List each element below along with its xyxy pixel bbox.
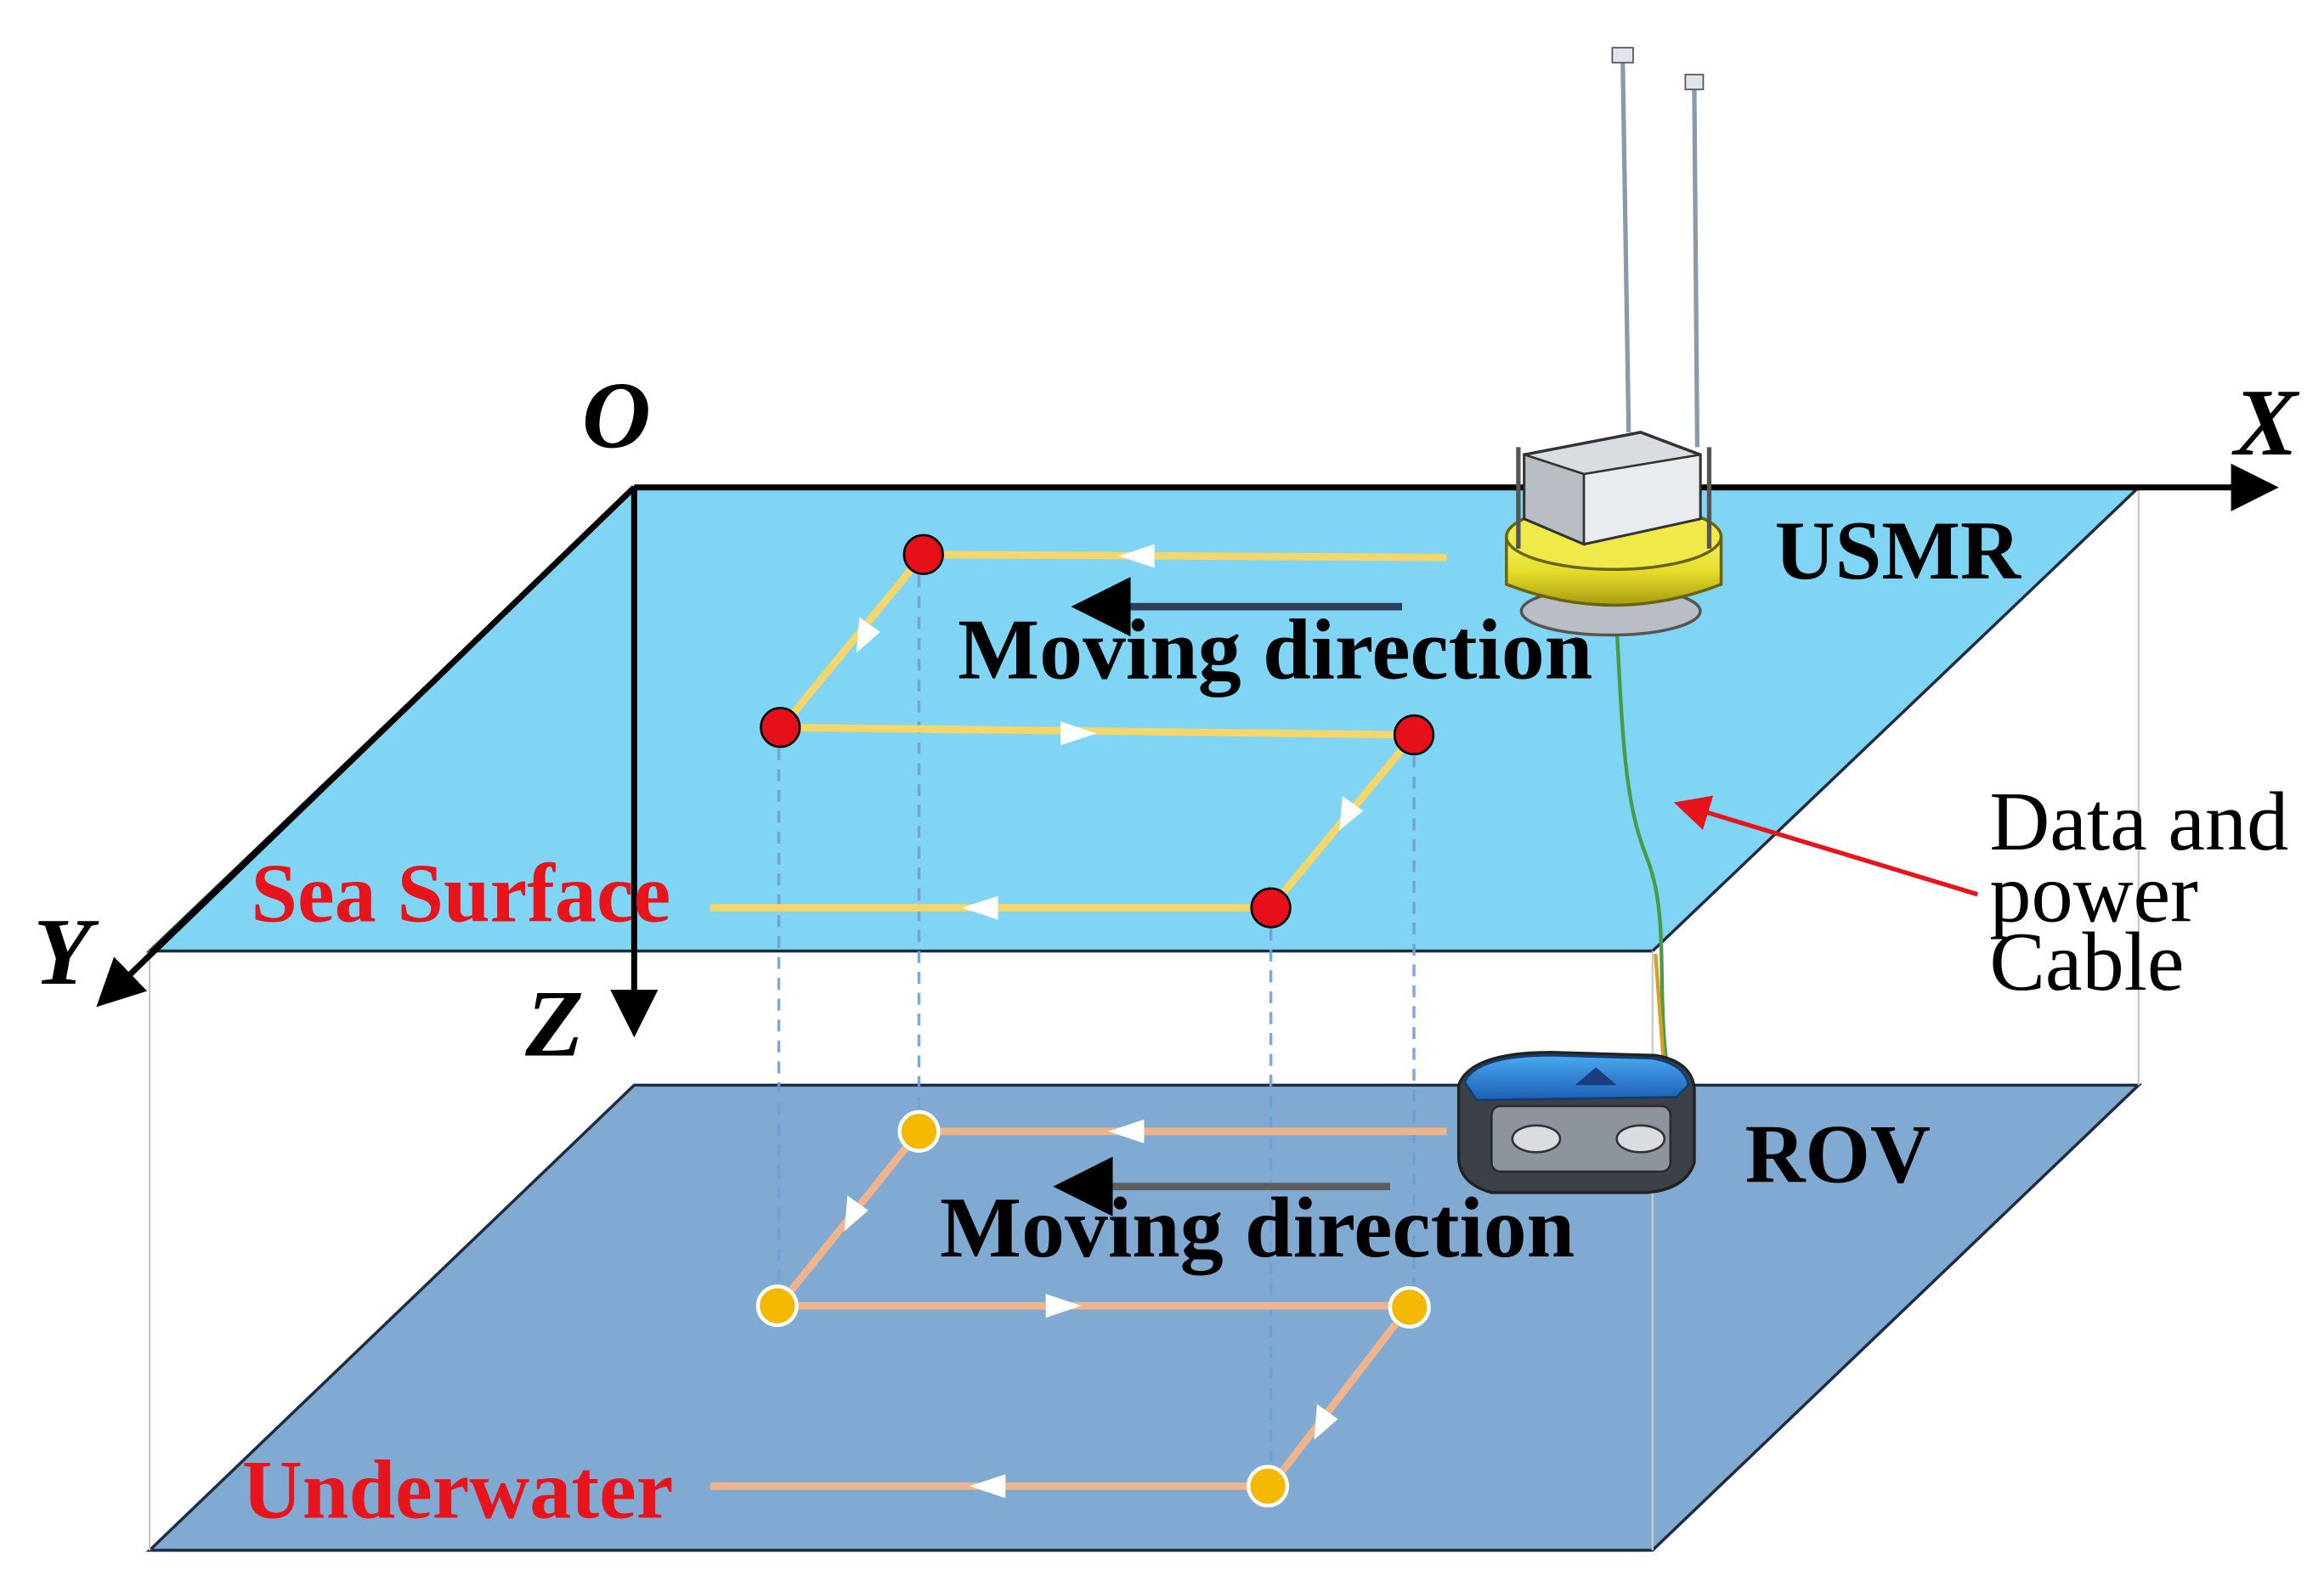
underwater-path <box>710 1127 1447 1490</box>
box-edges <box>148 487 2140 1550</box>
surface-waypoints <box>760 533 1435 929</box>
surface-path-arrows <box>856 544 1364 920</box>
origin-label: O <box>582 363 651 468</box>
waypoint <box>760 707 801 748</box>
usmr-label: USMR <box>1775 505 2021 597</box>
cable-pointer-arrow <box>1673 795 1979 897</box>
underwater-path-arrows <box>844 1119 1338 1499</box>
waypoint <box>902 533 944 575</box>
underwater-moving-direction-label: Moving direction <box>940 1180 1575 1276</box>
rov-label: ROV <box>1745 1108 1931 1200</box>
waypoint <box>755 1284 799 1328</box>
y-axis-label: Y <box>33 900 99 1005</box>
axes <box>96 463 2279 1038</box>
cable-label-line-1: Data and <box>1989 776 2288 868</box>
sea-surface-label: Sea Surface <box>251 847 670 940</box>
cable-label-line-3: Cable <box>1989 916 2184 1008</box>
underwater-label: Underwater <box>242 1443 673 1536</box>
waypoint <box>897 1109 941 1153</box>
z-axis-label: Z <box>524 971 584 1076</box>
data-power-cable <box>1614 625 1670 1074</box>
surface-moving-direction-label: Moving direction <box>958 601 1592 697</box>
y-axis <box>96 485 636 1008</box>
cable-label-line-2: power <box>1989 847 2198 940</box>
waypoint <box>1393 714 1435 756</box>
usmr-buoy-icon <box>1505 47 1723 637</box>
rov-vehicle-icon <box>1456 1051 1696 1194</box>
waypoint <box>1388 1285 1431 1329</box>
underwater-waypoints <box>755 1109 1431 1508</box>
projection-lines <box>777 554 1416 1487</box>
waypoint <box>1247 1465 1290 1508</box>
waypoint <box>1250 887 1292 929</box>
x-axis-label: X <box>2231 370 2300 476</box>
